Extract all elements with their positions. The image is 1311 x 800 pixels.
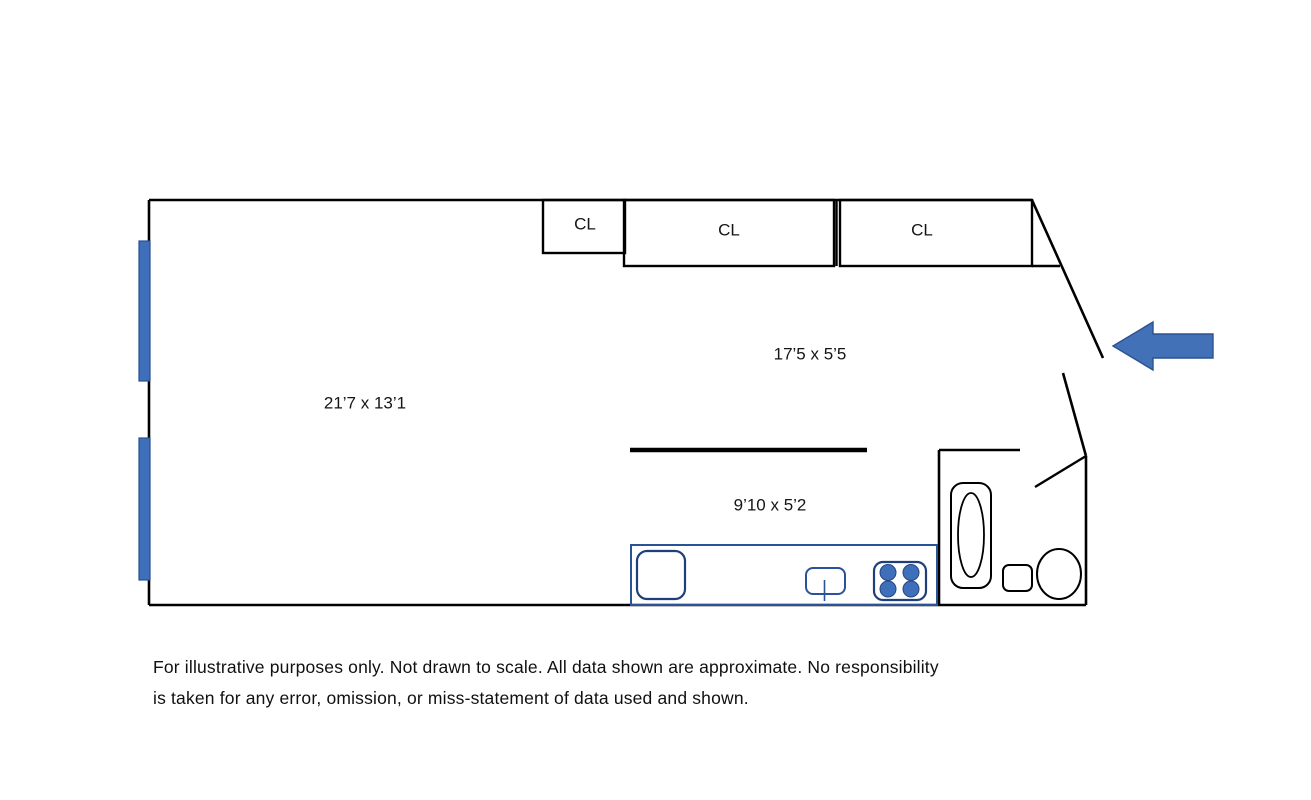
entry-door <box>1034 454 1087 489</box>
windows-group <box>138 240 151 581</box>
disclaimer-text: For illustrative purposes only. Not draw… <box>153 652 1113 714</box>
closet-3 <box>838 198 1034 268</box>
living-room-dimension: 21’7 x 13’1 <box>324 393 406 412</box>
stove-icon <box>872 560 928 602</box>
closet-3-label: CL <box>911 220 933 239</box>
refrigerator-icon <box>635 549 687 601</box>
burner-top-right-icon <box>902 564 920 581</box>
kitchen-dimension: 9’10 x 5’2 <box>734 495 807 514</box>
entry-arrow-icon <box>1111 320 1214 372</box>
closet-1-label: CL <box>574 214 596 233</box>
kitchen-sink-icon <box>805 567 846 595</box>
wall-diagonal-lower <box>1061 372 1088 457</box>
bathroom-walls <box>937 448 1020 605</box>
window-lower <box>138 437 151 581</box>
outer-walls <box>147 198 1105 607</box>
entry-arrow <box>1111 320 1214 372</box>
burner-bottom-right-icon <box>902 580 920 598</box>
kitchen-counter <box>630 544 938 606</box>
bedroom-dimension: 17’5 x 5’5 <box>774 344 847 363</box>
burner-bottom-left-icon <box>879 580 897 598</box>
window-upper <box>138 240 151 382</box>
toilet-icon <box>1002 564 1033 592</box>
burner-top-left-icon <box>879 564 897 581</box>
closets-group <box>541 198 1034 268</box>
closet-2-label: CL <box>718 220 740 239</box>
disclaimer-line-1: For illustrative purposes only. Not draw… <box>153 657 939 677</box>
bathtub-icon <box>950 482 992 589</box>
closet-2 <box>622 198 836 268</box>
kitchen-counter-group <box>630 544 938 606</box>
entry-door-leaf <box>1034 454 1087 489</box>
bathroom-fixtures-group <box>950 482 1082 600</box>
bathtub-basin-icon <box>957 492 985 578</box>
disclaimer-line-2: is taken for any error, omission, or mis… <box>153 688 749 708</box>
wall-diagonal-upper <box>1030 199 1105 359</box>
bathroom-sink-icon <box>1036 548 1082 600</box>
